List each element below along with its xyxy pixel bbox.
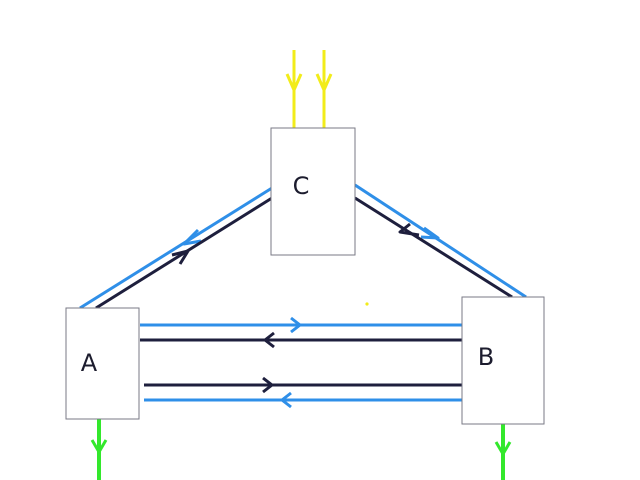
flow-b-to-a-dark-top [140,331,462,349]
flow-b-to-a-blue-bottom [144,391,462,409]
node-c-box [270,127,356,256]
flow-c-to-a-blue [79,186,273,310]
flow-c-to-b-blue [354,183,527,299]
output-arrow-a [90,418,108,480]
node-a-label: A [81,349,98,377]
node-c: C [270,127,356,256]
output-arrow-b [494,424,512,480]
node-c-label: C [293,172,310,200]
node-b-label: B [478,343,494,371]
node-a-box [65,307,140,420]
yellow-dot [365,302,369,306]
flow-a-to-c-dark [95,196,273,310]
flow-b-to-c-dark [354,196,513,299]
node-a: A [65,307,140,420]
node-b: B [461,296,545,425]
input-arrow-c-left [285,50,303,128]
node-b-box [461,296,545,425]
flow-a-to-b-blue-top [140,316,462,334]
flow-a-to-b-dark-bottom [144,376,466,394]
input-arrow-c-right [315,50,333,128]
